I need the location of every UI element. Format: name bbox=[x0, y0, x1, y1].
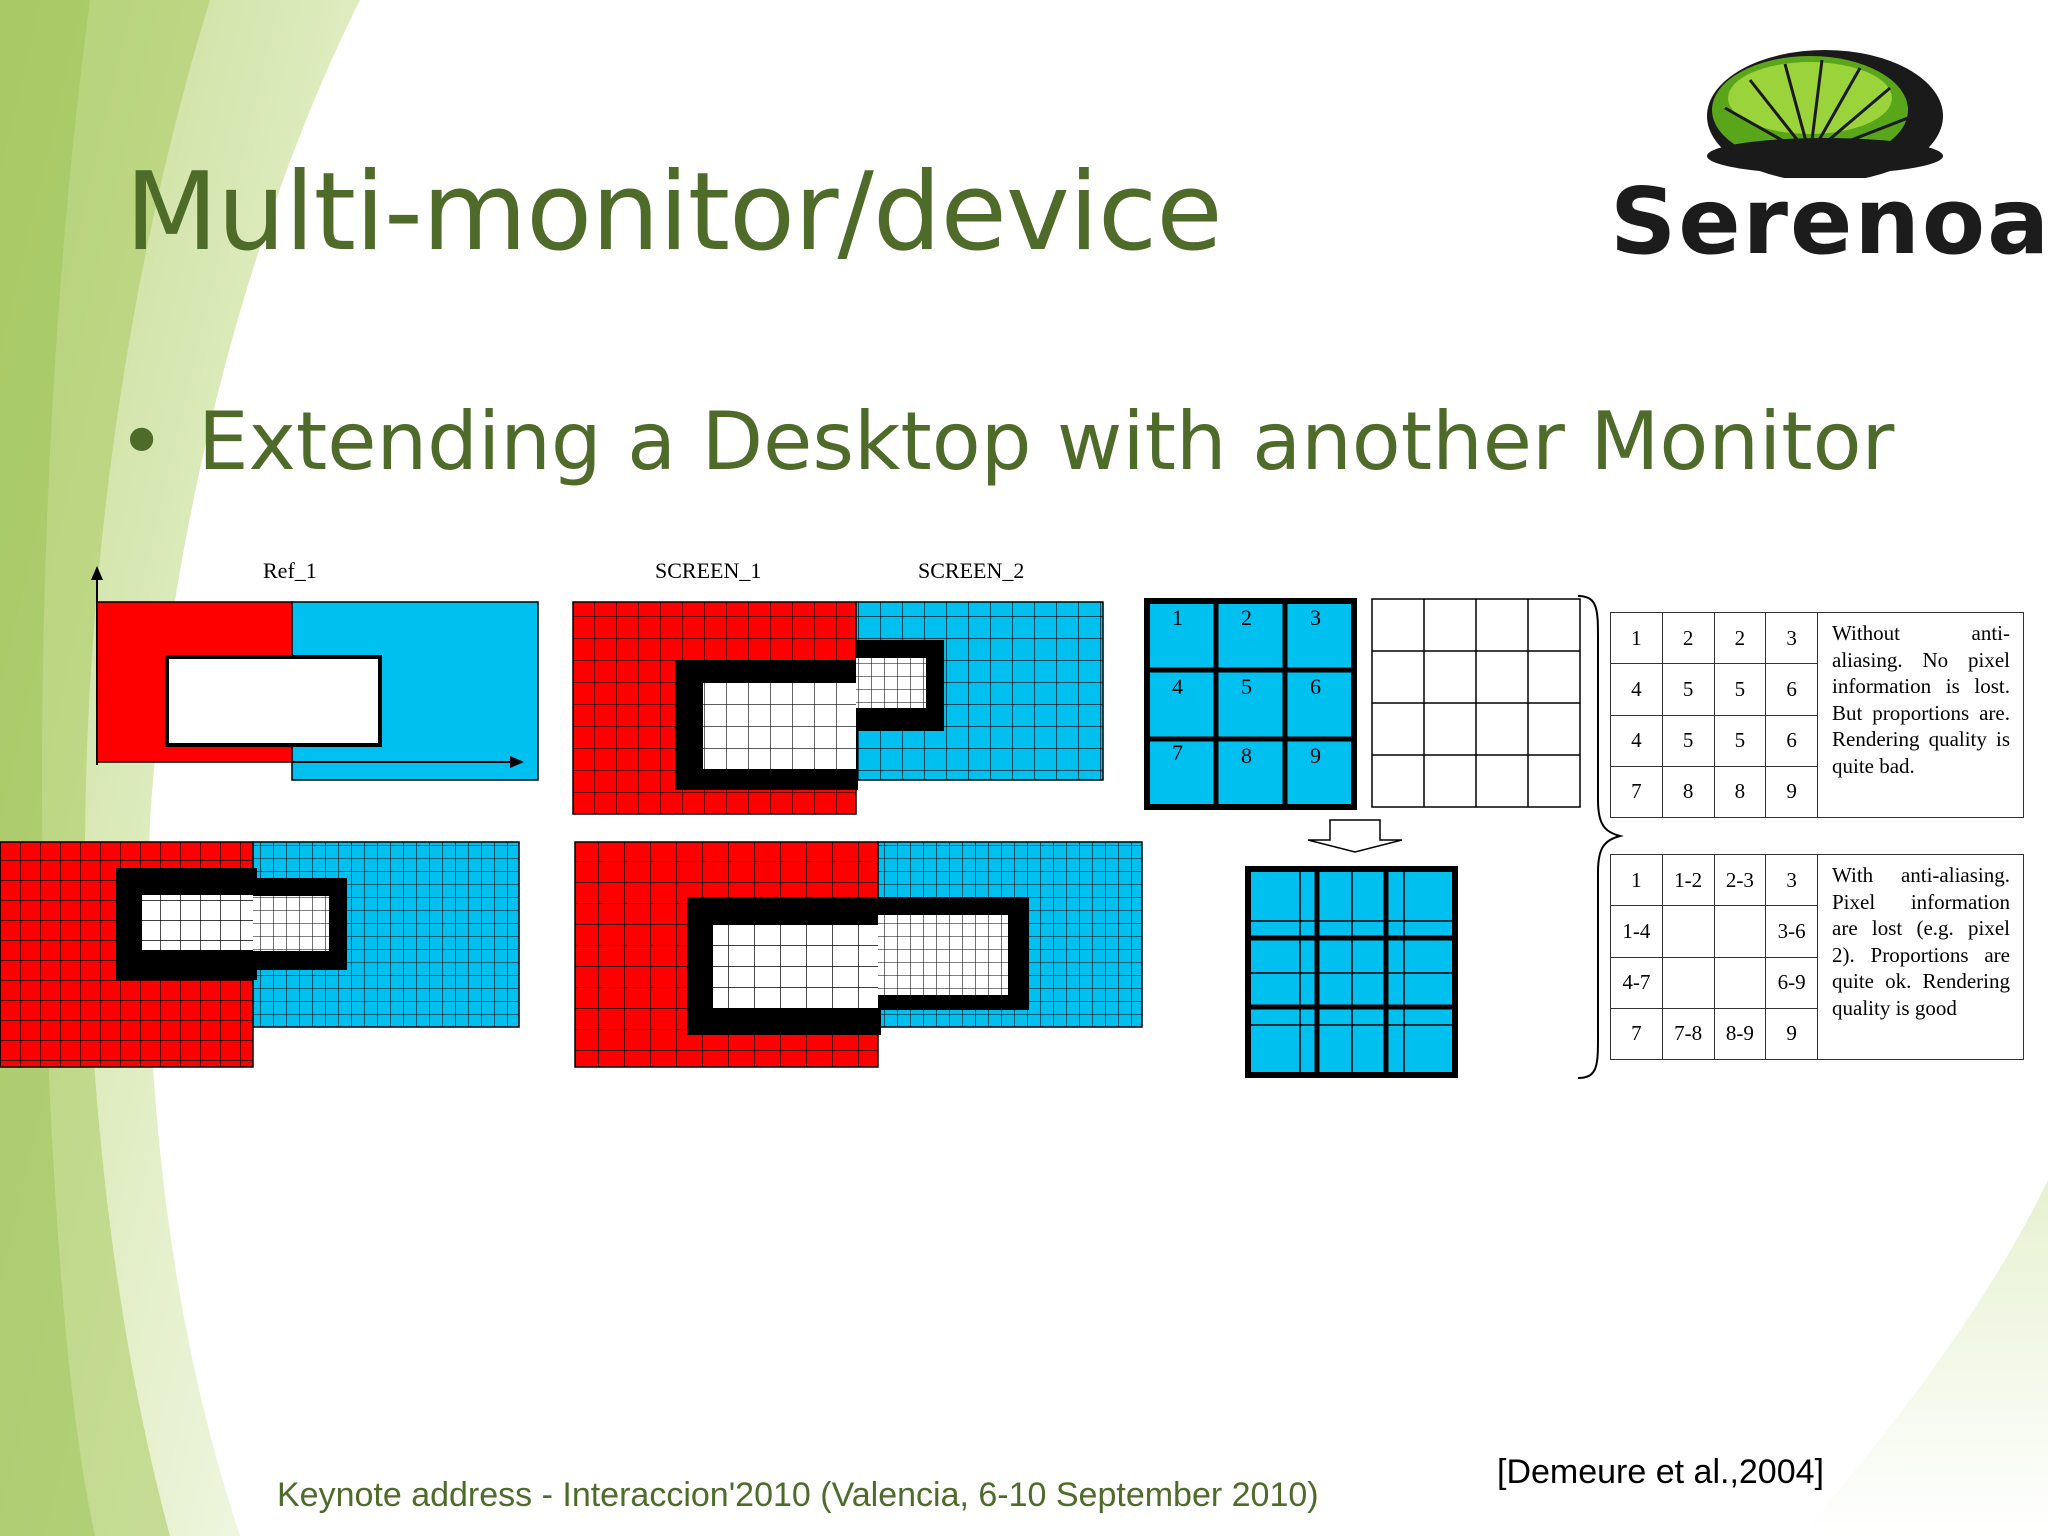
table-cell: 8 bbox=[1713, 765, 1767, 819]
table-cell: 1-4 bbox=[1610, 905, 1663, 958]
table-cell: 1-2 bbox=[1661, 853, 1715, 907]
table-cell: 1 bbox=[1610, 853, 1663, 907]
pixel-number: 9 bbox=[1310, 743, 1321, 768]
label-ref1: Ref_1 bbox=[263, 558, 317, 583]
note-box-with: With anti-aliasing. Pixel information ar… bbox=[1818, 854, 2024, 1060]
table-cell: 5 bbox=[1713, 714, 1767, 767]
table-cell: 1 bbox=[1610, 611, 1663, 665]
white-grid-4x4 bbox=[1371, 598, 1581, 808]
table-cell: 7 bbox=[1610, 1007, 1663, 1061]
pixel-number: 1 bbox=[1172, 605, 1183, 630]
table-cell: 8 bbox=[1661, 765, 1715, 819]
table-row: 7 8 8 9 bbox=[1610, 765, 1818, 819]
table-with-antialiasing: 1 1-2 2-3 3 1-4 3-6 4-7 6-9 7 7-8 8-9 9 bbox=[1610, 853, 1818, 1061]
table-row: 1 2 2 3 bbox=[1610, 611, 1818, 665]
table-cell: 8-9 bbox=[1713, 1007, 1767, 1061]
pixel-number: 8 bbox=[1241, 743, 1252, 768]
bullet-text: Extending a Desktop with another Monitor bbox=[198, 395, 1895, 488]
citation: [Demeure et al.,2004] bbox=[1497, 1453, 1824, 1491]
serenoa-logo: Serenoa bbox=[1610, 38, 2048, 275]
pixel-number: 6 bbox=[1310, 674, 1321, 699]
pixel-number: 2 bbox=[1241, 605, 1252, 630]
table-cell: 2 bbox=[1713, 611, 1767, 665]
table-cell: 7 bbox=[1610, 765, 1663, 819]
table-cell: 9 bbox=[1765, 1007, 1818, 1061]
footer: Keynote address - Interaccion'2010 (Vale… bbox=[277, 1476, 1319, 1514]
table-row: 7 7-8 8-9 9 bbox=[1610, 1007, 1818, 1061]
table-row: 4 5 5 6 bbox=[1610, 663, 1818, 716]
table-without-antialiasing: 1 2 2 3 4 5 5 6 4 5 5 6 7 8 8 9 bbox=[1610, 611, 1818, 819]
table-cell: 6-9 bbox=[1765, 956, 1818, 1009]
table-row: 4-7 6-9 bbox=[1610, 956, 1818, 1009]
table-cell bbox=[1661, 956, 1715, 1009]
table-cell: 4 bbox=[1610, 714, 1663, 767]
slide-title: Multi-monitor/device bbox=[125, 150, 1223, 275]
table-cell bbox=[1713, 956, 1767, 1009]
pixel-number: 3 bbox=[1310, 605, 1321, 630]
table-cell: 5 bbox=[1713, 663, 1767, 716]
table-cell: 3 bbox=[1765, 853, 1818, 907]
table-cell: 2-3 bbox=[1713, 853, 1767, 907]
note-without: Without anti-aliasing. No pixel informat… bbox=[1832, 621, 2010, 778]
note-with: With anti-aliasing. Pixel information ar… bbox=[1832, 863, 2010, 1020]
table-cell bbox=[1713, 905, 1767, 958]
pixel-number: 4 bbox=[1172, 674, 1183, 699]
pixel-grid-3x3 bbox=[1144, 598, 1357, 810]
pixel-number: 5 bbox=[1241, 674, 1252, 699]
table-row: 1-4 3-6 bbox=[1610, 905, 1818, 958]
brace bbox=[1577, 595, 1624, 1079]
down-arrow-icon bbox=[1307, 819, 1403, 853]
table-cell: 9 bbox=[1765, 765, 1818, 819]
label-screen1: SCREEN_1 bbox=[655, 558, 762, 583]
table-cell: 7-8 bbox=[1661, 1007, 1715, 1061]
table-cell: 6 bbox=[1765, 714, 1818, 767]
bullet-marker: • bbox=[118, 395, 166, 488]
sun-leaf-icon bbox=[1707, 50, 1943, 178]
table-row: 4 5 5 6 bbox=[1610, 714, 1818, 767]
bullet-item: • Extending a Desktop with another Monito… bbox=[118, 395, 1894, 488]
screen-grid-diagram-bottom-middle bbox=[574, 841, 1143, 1068]
table-row: 1 1-2 2-3 3 bbox=[1610, 853, 1818, 907]
table-cell: 4 bbox=[1610, 663, 1663, 716]
note-box-without: Without anti-aliasing. No pixel informat… bbox=[1818, 612, 2024, 818]
screen-grid-diagram-bottom-left bbox=[0, 841, 520, 1068]
table-cell bbox=[1661, 905, 1715, 958]
table-cell: 5 bbox=[1661, 714, 1715, 767]
table-cell: 4-7 bbox=[1610, 956, 1663, 1009]
ref1-diagram bbox=[91, 566, 539, 781]
table-cell: 3 bbox=[1765, 611, 1818, 665]
table-cell: 2 bbox=[1661, 611, 1715, 665]
pixel-number: 7 bbox=[1172, 740, 1183, 765]
label-screen2: SCREEN_2 bbox=[918, 558, 1025, 583]
table-cell: 5 bbox=[1661, 663, 1715, 716]
table-cell: 3-6 bbox=[1765, 905, 1818, 958]
table-cell: 6 bbox=[1765, 663, 1818, 716]
pixel-grid-antialiased bbox=[1245, 866, 1458, 1078]
screen-grid-diagram-top bbox=[572, 601, 1104, 815]
logo-wordmark: Serenoa bbox=[1610, 168, 2048, 275]
